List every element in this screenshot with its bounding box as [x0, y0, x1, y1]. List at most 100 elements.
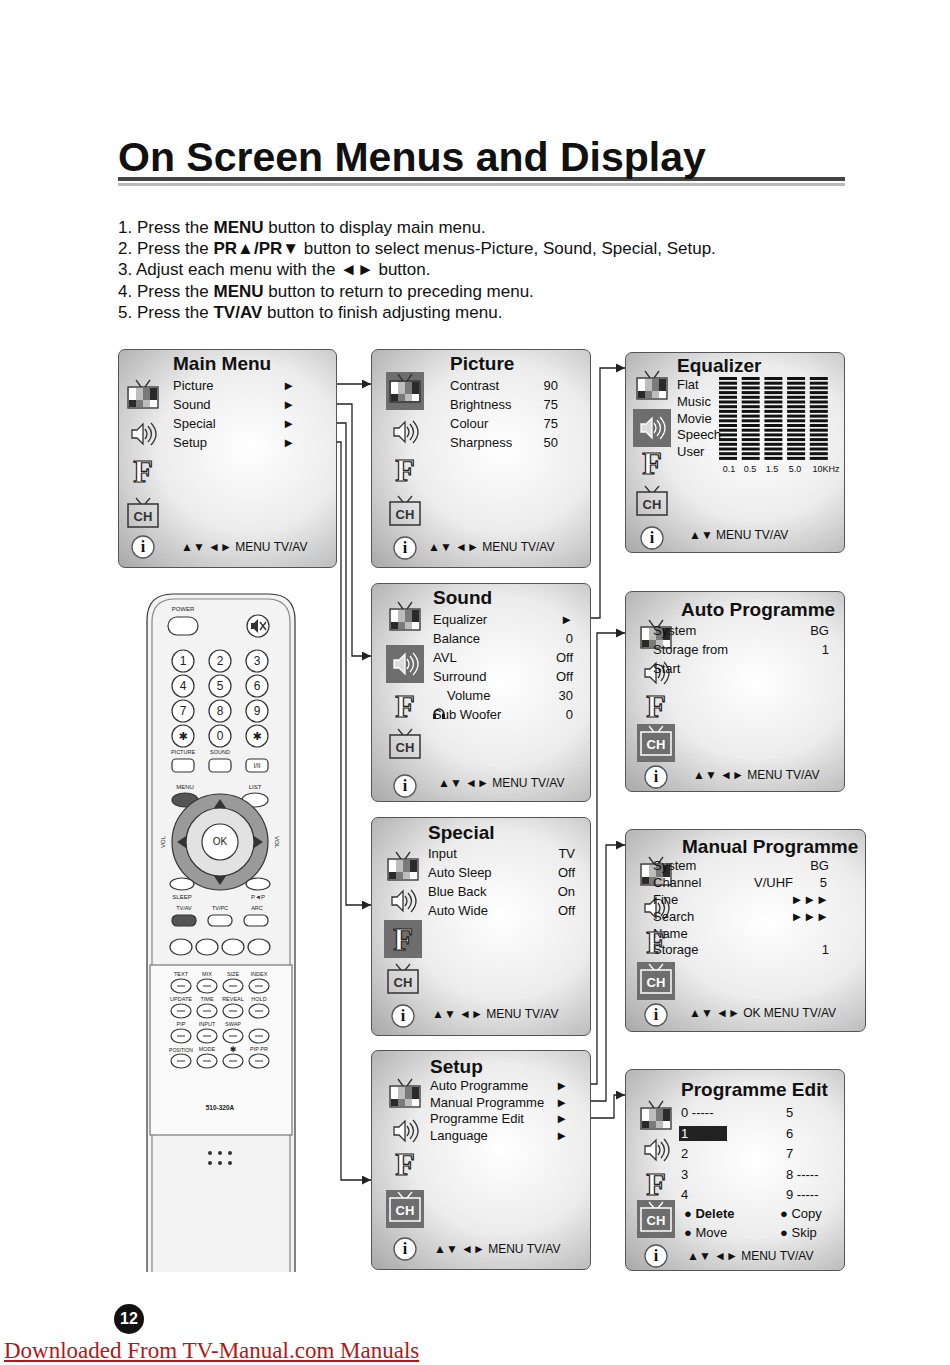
menu-item: 4	[681, 1188, 688, 1201]
button-label: UPDATE	[170, 997, 192, 1003]
menu-item: 9 -----	[786, 1188, 819, 1201]
menu-screen: EqualizerFlatMusicMovieSpeechUser0.10.51…	[625, 352, 845, 553]
icon-letter: F	[133, 455, 153, 487]
button-label: VOL	[274, 836, 280, 848]
button-label: MENU	[176, 784, 194, 790]
menu-item: Auto Programme	[430, 1079, 528, 1092]
menu-connector	[337, 383, 371, 384]
icon-letter: CH	[396, 741, 415, 754]
watermark: Downloaded From TV-Manual.com Manuals	[4, 1339, 419, 1362]
menu-item: ►	[555, 1079, 568, 1092]
menu-item: Storage from	[653, 643, 728, 656]
icon-letter: CH	[647, 738, 666, 751]
menu-item: ►►►	[790, 893, 829, 906]
menu-footer: ▲▼ ◄► MENU TV/AV	[687, 1250, 813, 1262]
menu-item: 0.5	[744, 465, 757, 474]
menu-item: Equalizer	[433, 613, 487, 626]
menu-connector	[591, 845, 625, 1101]
instruction-text: button to select menus-Picture, Sound, S…	[304, 239, 716, 258]
icon-letter: CH	[134, 510, 153, 523]
menu-item: 8 -----	[786, 1167, 819, 1180]
menu-item: 10KHz	[812, 465, 839, 474]
menu-item: System	[653, 624, 696, 637]
instruction-line: 4. Press theMENUbutton to return to prec…	[118, 283, 539, 300]
menu-item: Channel	[653, 876, 701, 889]
icon-letter: i	[403, 540, 407, 556]
menu-item: Start	[653, 662, 680, 675]
menu-item: ►	[282, 436, 295, 449]
instruction-line: 2. Press thePR▲/PR▼button to select menu…	[118, 240, 721, 257]
button-label: P◄P	[251, 894, 265, 900]
menu-item: 0	[566, 632, 573, 645]
menu-item: User	[677, 445, 704, 458]
menu-footer: ▲▼ ◄► OK MENU TV/AV	[689, 1007, 836, 1019]
icon-letter: CH	[394, 976, 413, 989]
button-label: LIST	[249, 784, 262, 790]
instruction-text: 5. Press the	[118, 303, 209, 322]
button-label: MIX	[202, 972, 212, 978]
menu-item: Special	[173, 417, 216, 430]
menu-item: Search	[653, 910, 694, 923]
instruction-text: 2. Press the	[118, 239, 209, 258]
icon-letter: CH	[643, 498, 662, 511]
icon-letter: F	[646, 926, 666, 958]
instruction-text: 4. Press the	[118, 282, 209, 301]
menu-item: Off	[558, 904, 575, 917]
button-label: ✱	[252, 731, 261, 742]
button-label: 510-320A	[206, 1105, 235, 1112]
menu-footer: ▲▼ ◄► MENU TV/AV	[693, 769, 819, 781]
menu-screen: SpecialInputTVAuto SleepOffBlue BackOnAu…	[371, 817, 591, 1036]
menu-item: Manual Programme	[430, 1095, 544, 1108]
menu-item: 1.5	[766, 465, 779, 474]
menu-item: Picture	[173, 379, 213, 392]
icon-letter: F	[646, 1168, 666, 1200]
menu-item: 6	[786, 1126, 793, 1139]
menu-item: Speech	[677, 428, 721, 441]
menu-item: Language	[430, 1129, 488, 1142]
menu-connector	[337, 442, 371, 1180]
icon-letter: F	[395, 1148, 415, 1180]
menu-footer: ▲▼ ◄► MENU TV/AV	[434, 1243, 560, 1255]
button-label: PIP PR	[250, 1047, 268, 1053]
menu-item: 75	[544, 398, 558, 411]
button-label: INPUT	[199, 1022, 216, 1028]
menu-item: Blue Back	[428, 885, 487, 898]
menu-item: Balance	[433, 632, 480, 645]
button-label: INDEX	[251, 972, 268, 978]
menu-item: On	[558, 885, 575, 898]
menu-item: Colour	[450, 417, 488, 430]
title-rule	[118, 183, 845, 186]
menu-item: ►	[282, 398, 295, 411]
button-label: TV/PC	[212, 906, 228, 912]
menu-connector	[337, 404, 371, 656]
button-label: SLEEP	[172, 894, 191, 900]
menu-item: Sound	[173, 398, 211, 411]
button-label: TEXT	[174, 972, 188, 978]
menu-footer: ▲▼ ◄► MENU TV/AV	[432, 1008, 558, 1020]
menu-item: Setup	[173, 436, 207, 449]
menu-item: 0	[566, 708, 573, 721]
button-label: 3	[254, 655, 261, 667]
icon-letter: CH	[647, 976, 666, 989]
menu-item: Auto Sleep	[428, 866, 492, 879]
menu-item: Flat	[677, 378, 699, 391]
menu-item: Surround	[433, 670, 486, 683]
instruction-text: button to display main menu.	[268, 218, 485, 237]
instruction-line: 1. Press theMENUbutton to display main m…	[118, 219, 490, 236]
icon-letter: F	[646, 690, 666, 722]
button-label: SIZE	[227, 972, 239, 978]
menu-item: ►►►	[790, 910, 829, 923]
menu-item: Off	[558, 866, 575, 879]
button-label: POWER	[172, 606, 195, 612]
button-label: OK	[213, 837, 227, 847]
button-label: PIP	[177, 1022, 186, 1028]
menu-connector	[591, 1095, 625, 1118]
menu-item: ►	[560, 613, 573, 626]
menu-connector	[337, 423, 371, 905]
button-label: 7	[180, 705, 187, 717]
instruction-text: 1. Press the	[118, 218, 209, 237]
button-label: 5	[217, 680, 224, 692]
button-label: ✱	[178, 731, 187, 742]
menu-screen: Auto ProgrammeSystemBGStorage from1Start…	[625, 591, 845, 792]
menu-item: ● Move	[684, 1226, 727, 1239]
